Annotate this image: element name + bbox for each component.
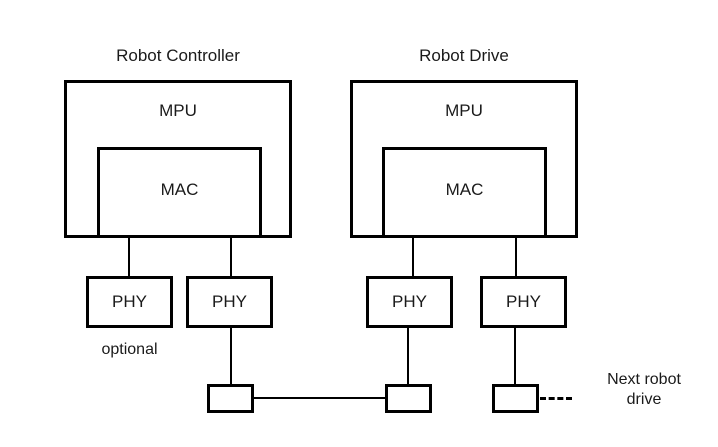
next-robot-drive-line-1: Next robot	[607, 371, 681, 388]
robot-drive-title: Robot Drive	[419, 46, 509, 65]
controller-mac-box	[97, 147, 262, 238]
controller-phy-optional-note: optional	[101, 341, 158, 358]
controller-phy-main-box: PHY	[186, 276, 273, 328]
network-node-3	[492, 384, 539, 413]
network-node-1	[207, 384, 254, 413]
drive-phy-left-box: PHY	[366, 276, 453, 328]
next-drive-dashed-link	[540, 397, 572, 400]
drive-mac-box	[382, 147, 547, 238]
robot-controller-title: Robot Controller	[116, 46, 240, 65]
drive-mpu-label: MPU	[445, 101, 483, 120]
connector-drive-mac-to-phy-left	[412, 238, 414, 276]
next-robot-drive-line-2: drive	[626, 391, 662, 408]
connector-drive-phy-right-to-node-3	[514, 328, 516, 384]
connector-controller-mac-to-phy-optional	[128, 238, 130, 276]
connector-controller-mac-to-phy-main	[230, 238, 232, 276]
drive-phy-right-box: PHY	[480, 276, 567, 328]
next-robot-drive-label: Next robot drive	[578, 370, 710, 410]
connector-drive-phy-left-to-node-2	[407, 328, 409, 384]
drive-mac-label: MAC	[445, 180, 484, 199]
connector-drive-mac-to-phy-right	[515, 238, 517, 276]
controller-mpu-label: MPU	[159, 101, 197, 120]
controller-phy-optional-box: PHY	[86, 276, 173, 328]
network-node-2	[385, 384, 432, 413]
network-bus-link	[253, 397, 386, 399]
controller-mac-label: MAC	[160, 180, 199, 199]
connector-controller-phy-to-node-1	[230, 328, 232, 384]
